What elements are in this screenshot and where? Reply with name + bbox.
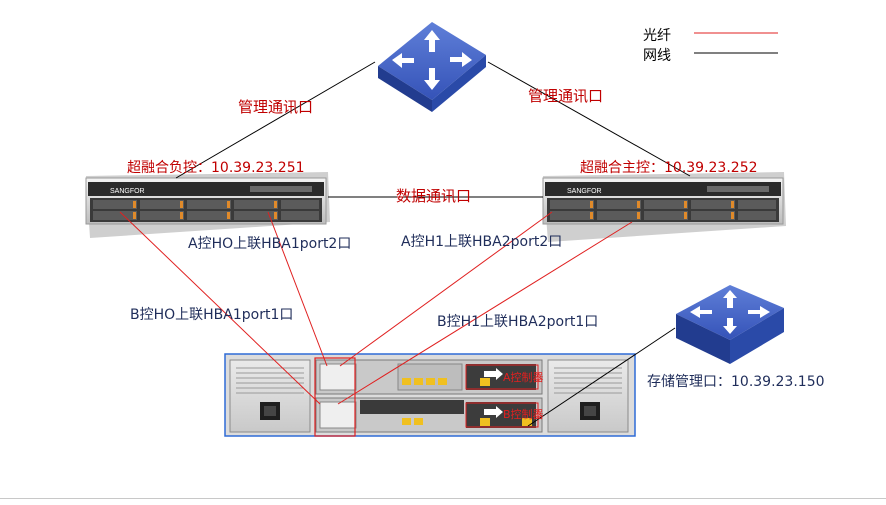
- server-right-label: 超融合主控：10.39.23.252: [580, 160, 758, 176]
- fiber-a-h1-port2: [339, 211, 553, 367]
- port-label-b-h1: B控H1上联HBA2port1口: [437, 314, 599, 330]
- server-right: SANGFOR: [542, 172, 786, 242]
- server-left-label: 超融合负控：10.39.23.251: [127, 160, 305, 176]
- legend-network-label: 网线: [643, 48, 671, 64]
- mgmt-link-right: [487, 61, 691, 177]
- fiber-b-h1-port1: [337, 221, 633, 405]
- fiber-b-h0-port1: [119, 211, 321, 405]
- storage-array: [224, 353, 636, 437]
- storage-mgmt-link: [527, 327, 676, 427]
- server-left-brand: SANGFOR: [110, 188, 145, 195]
- server-left: SANGFOR: [85, 172, 330, 238]
- network-links: [175, 61, 691, 427]
- port-label-b-h0: B控HO上联HBA1port1口: [130, 307, 294, 323]
- fiber-a-h0-port2: [267, 211, 328, 367]
- legend-fiber-label: 光纤: [643, 28, 671, 44]
- controller-arrow-icon: [484, 368, 503, 418]
- mgmt-link-left: [175, 61, 376, 179]
- top-switch: [378, 22, 486, 112]
- server-right-brand: SANGFOR: [567, 188, 602, 195]
- bottom-divider: [0, 498, 886, 499]
- storage-mgmt-label: 存储管理口：10.39.23.150: [647, 374, 825, 390]
- fiber-links: [119, 211, 633, 405]
- controller-b-label: B控制器: [503, 408, 544, 421]
- storage-switch: [676, 285, 784, 364]
- mgmt-label-right: 管理通讯口: [528, 87, 604, 105]
- top-switch-arrows-icon: [392, 30, 472, 90]
- port-label-a-h1: A控H1上联HBA2port2口: [401, 234, 563, 250]
- controller-a-label: A控制器: [503, 371, 544, 384]
- storage-switch-arrows-icon: [690, 290, 770, 334]
- port-label-a-h0: A控HO上联HBA1port2口: [188, 236, 352, 252]
- data-link-label: 数据通讯口: [396, 187, 472, 205]
- mgmt-label-left: 管理通讯口: [238, 98, 314, 116]
